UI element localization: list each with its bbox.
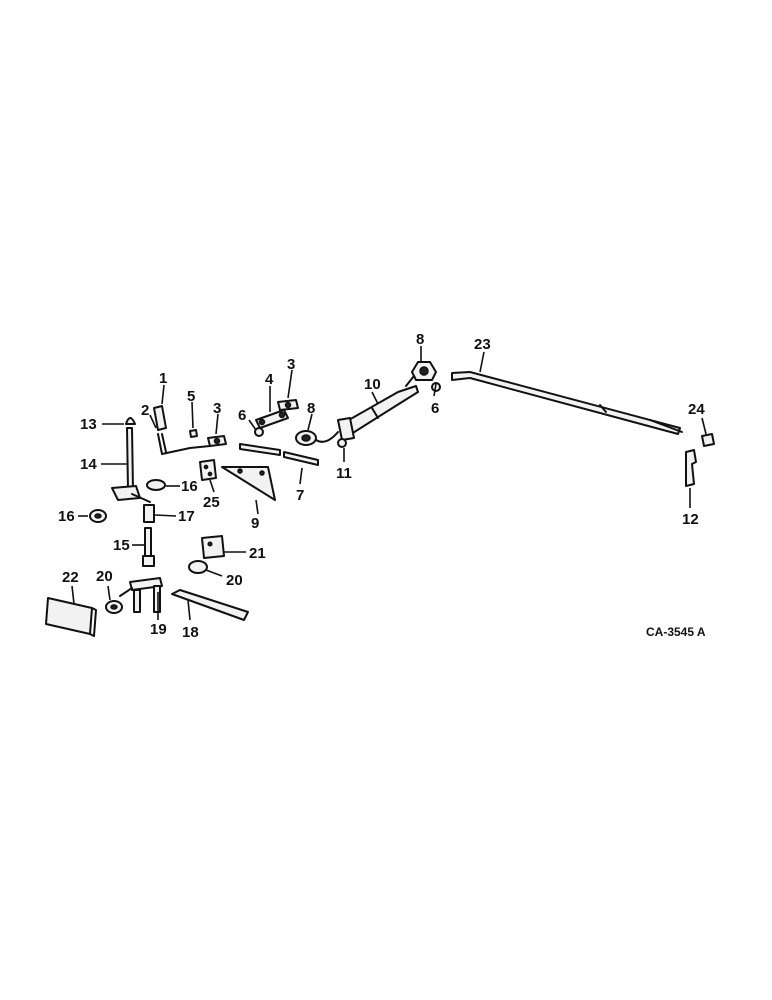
part-24-bolt [701, 433, 715, 447]
callout-25: 25 [203, 494, 220, 511]
part-13-ball-knob [125, 417, 136, 425]
callout-4: 4 [265, 371, 274, 388]
callout-6-right: 6 [431, 400, 439, 417]
callout-24: 24 [688, 401, 705, 418]
part-16-bushing-left [89, 509, 107, 523]
part-22-mounting-plate [45, 597, 97, 637]
part-20-bushing-left [105, 600, 123, 614]
callout-8-middle: 8 [307, 400, 315, 417]
part-3-bracket-left [207, 435, 227, 447]
part-15-shaft [142, 527, 155, 567]
part-12-bent-bracket [685, 449, 697, 487]
callout-20-left: 20 [96, 568, 113, 585]
callout-13: 13 [80, 416, 97, 433]
part-3-bracket-right [277, 399, 299, 411]
leader-lines [71, 346, 707, 621]
callout-19: 19 [150, 621, 167, 638]
callout-16-mid: 16 [181, 478, 198, 495]
part-23-long-rod [451, 371, 683, 435]
part-21-bracket-plate [201, 535, 225, 559]
part-5-pin [189, 429, 198, 438]
callout-15: 15 [113, 537, 130, 554]
callout-18: 18 [182, 624, 199, 641]
part-4-link-plate [255, 409, 289, 429]
callout-3-right: 3 [287, 356, 295, 373]
callout-16-left: 16 [58, 508, 75, 525]
part-10-crank-shaft [337, 385, 419, 441]
part-8-pivot-bracket-upper [405, 361, 437, 387]
part-9-triangle-plate [221, 466, 276, 501]
callout-1: 1 [159, 370, 167, 387]
drawing-reference-code: CA-3545 A [646, 625, 706, 639]
callout-14: 14 [80, 456, 97, 473]
callout-12: 12 [682, 511, 699, 528]
part-2-bent-lever [157, 433, 211, 455]
part-7-rods [239, 443, 319, 466]
callout-22: 22 [62, 569, 79, 586]
callout-3-left: 3 [213, 400, 221, 417]
callout-17: 17 [178, 508, 195, 525]
callout-6-left: 6 [238, 407, 246, 424]
part-20-bushing-right [188, 560, 208, 574]
callout-23: 23 [474, 336, 491, 353]
part-18-flat-bar [171, 589, 249, 621]
part-11-nut [337, 438, 347, 448]
callout-11: 11 [336, 465, 352, 482]
part-1-knob [153, 405, 167, 431]
callout-21: 21 [249, 545, 266, 562]
callout-5: 5 [187, 388, 195, 405]
callout-labels: 1 2 3 3 4 5 6 6 7 8 8 9 10 11 12 13 14 1… [58, 331, 705, 641]
part-17-sleeve [143, 504, 155, 523]
callout-9: 9 [251, 515, 259, 532]
part-25-square-plate [199, 459, 217, 481]
callout-10: 10 [364, 376, 381, 393]
callout-2: 2 [141, 402, 149, 419]
part-14-vertical-lever [111, 427, 151, 503]
callout-20-right: 20 [226, 572, 243, 589]
part-19-t-bracket [119, 577, 163, 613]
part-8-bushing-middle [295, 430, 339, 446]
part-6-nut-left [254, 427, 264, 437]
callout-7: 7 [296, 487, 304, 504]
callout-8-upper: 8 [416, 331, 424, 348]
part-16-bushing-mid [146, 479, 166, 491]
